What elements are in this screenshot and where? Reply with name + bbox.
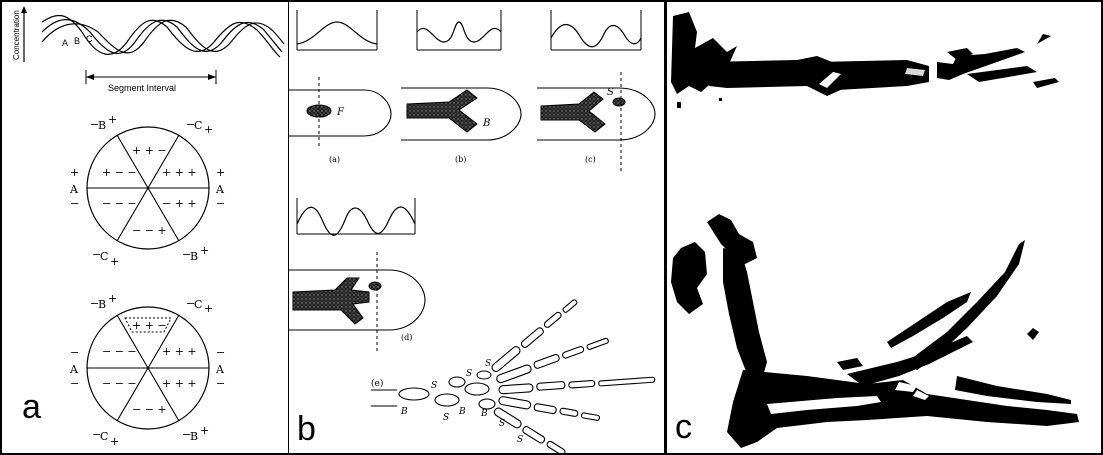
svg-text:+: + xyxy=(110,255,119,268)
lower-limb-silhouette xyxy=(671,214,1079,448)
svg-text:−: − xyxy=(216,197,225,210)
svg-text:−: − xyxy=(70,346,79,359)
svg-text:−: − xyxy=(70,197,79,210)
circle2-sector-lower-left: − − − xyxy=(102,377,137,390)
panel-c-letter: c xyxy=(675,410,692,444)
subpanel-b-tag: (b) xyxy=(455,155,466,164)
panel-a: Concentration A B C Segment Interval + +… xyxy=(0,0,289,455)
subpanel-c-tag: (c) xyxy=(585,155,596,164)
bone-label-6: B xyxy=(480,409,488,419)
svg-text:+: + xyxy=(70,166,79,179)
subpanel-a: F (a) xyxy=(289,10,391,164)
wave-label-a: A xyxy=(62,38,68,48)
concentration-axis-label: Concentration xyxy=(12,10,21,60)
svg-text:+: + xyxy=(204,302,213,315)
svg-text:+: + xyxy=(108,292,117,305)
svg-text:+: + xyxy=(200,244,209,257)
subpanel-e-tag: (e) xyxy=(371,378,383,389)
subpanel-a-tag: (a) xyxy=(329,155,340,164)
wave-label-c: C xyxy=(86,34,93,44)
subpanel-d-tag: (d) xyxy=(401,333,412,342)
bone-label-9: S xyxy=(517,435,523,445)
circle2-sector-upper-right: + + + xyxy=(162,345,197,358)
panel-b-diagram: F (a) B (b) S (c) xyxy=(289,2,664,455)
upper-limb-silhouette xyxy=(671,12,1059,108)
circle1-sector-top: + + − xyxy=(132,144,167,157)
subpanel-b: B (b) xyxy=(401,10,521,164)
circle2-label-bottom-right: B xyxy=(190,430,198,443)
bone-label-7: S xyxy=(443,413,449,423)
bone-label-2: S xyxy=(466,369,472,379)
segment-interval-label: Segment Interval xyxy=(108,83,176,93)
wave-label-b: B xyxy=(74,36,80,46)
circle1-label-top-left: B xyxy=(98,119,106,132)
circle2-label-right: A xyxy=(215,363,225,376)
circle2-sector-lower-right: + + + xyxy=(162,377,197,390)
panel-a-letter: a xyxy=(22,390,41,424)
circle2-sector-upper-left: − − − xyxy=(102,345,137,358)
circle2-sector-bottom: − − + xyxy=(132,403,167,416)
circle1-label-right: A xyxy=(215,183,225,196)
bone-label-1: S xyxy=(431,381,437,391)
svg-text:+: + xyxy=(200,424,209,437)
bone-label-5: B xyxy=(458,407,466,417)
subpanel-b-shape-label: B xyxy=(482,118,490,129)
panel-c: c xyxy=(664,0,1103,455)
svg-text:+: + xyxy=(110,435,119,448)
circle1-sector-bottom: − − + xyxy=(132,224,167,237)
bone-label-4: B xyxy=(400,407,408,417)
state-circle-2: + + − − − − + + + − − − + + + − − + − B … xyxy=(69,292,225,448)
panel-b-letter: b xyxy=(297,412,316,446)
subpanel-c: S (c) xyxy=(537,10,655,172)
panel-a-diagram: Concentration A B C Segment Interval + +… xyxy=(2,2,289,455)
svg-text:+: + xyxy=(108,113,117,126)
svg-text:+: + xyxy=(216,166,225,179)
circle1-sector-lower-left: − − − xyxy=(102,197,137,210)
panel-c-silhouettes xyxy=(667,2,1103,455)
state-circle-1: + + − + − − + + + − − − − + + − − + − B … xyxy=(69,113,225,268)
circle1-sector-upper-left: + − − xyxy=(102,166,137,179)
circle2-sector-top: + + − xyxy=(132,319,167,332)
panel-b: F (a) B (b) S (c) xyxy=(289,0,664,455)
subpanel-c-shape-label: S xyxy=(607,87,614,98)
circle1-label-left: A xyxy=(69,183,79,196)
svg-text:−: − xyxy=(70,377,79,390)
bone-label-8: S xyxy=(499,419,505,429)
circle1-label-bottom-right: B xyxy=(190,250,198,263)
bone-label-3: S xyxy=(485,359,491,369)
svg-text:−: − xyxy=(216,346,225,359)
circle1-label-top-right: C xyxy=(194,119,202,132)
subpanel-a-shape-label: F xyxy=(336,107,345,118)
circle1-sector-lower-right: − + + xyxy=(162,197,197,210)
circle1-label-bottom-left: C xyxy=(100,250,108,263)
svg-text:+: + xyxy=(204,123,213,136)
subpanel-d: (d) xyxy=(289,198,425,354)
svg-text:−: − xyxy=(216,377,225,390)
circle1-sector-upper-right: + + + xyxy=(162,166,197,179)
circle2-label-left: A xyxy=(69,363,79,376)
circle2-label-bottom-left: C xyxy=(100,430,108,443)
circle2-label-top-left: B xyxy=(98,298,106,311)
circle2-label-top-right: C xyxy=(194,298,202,311)
